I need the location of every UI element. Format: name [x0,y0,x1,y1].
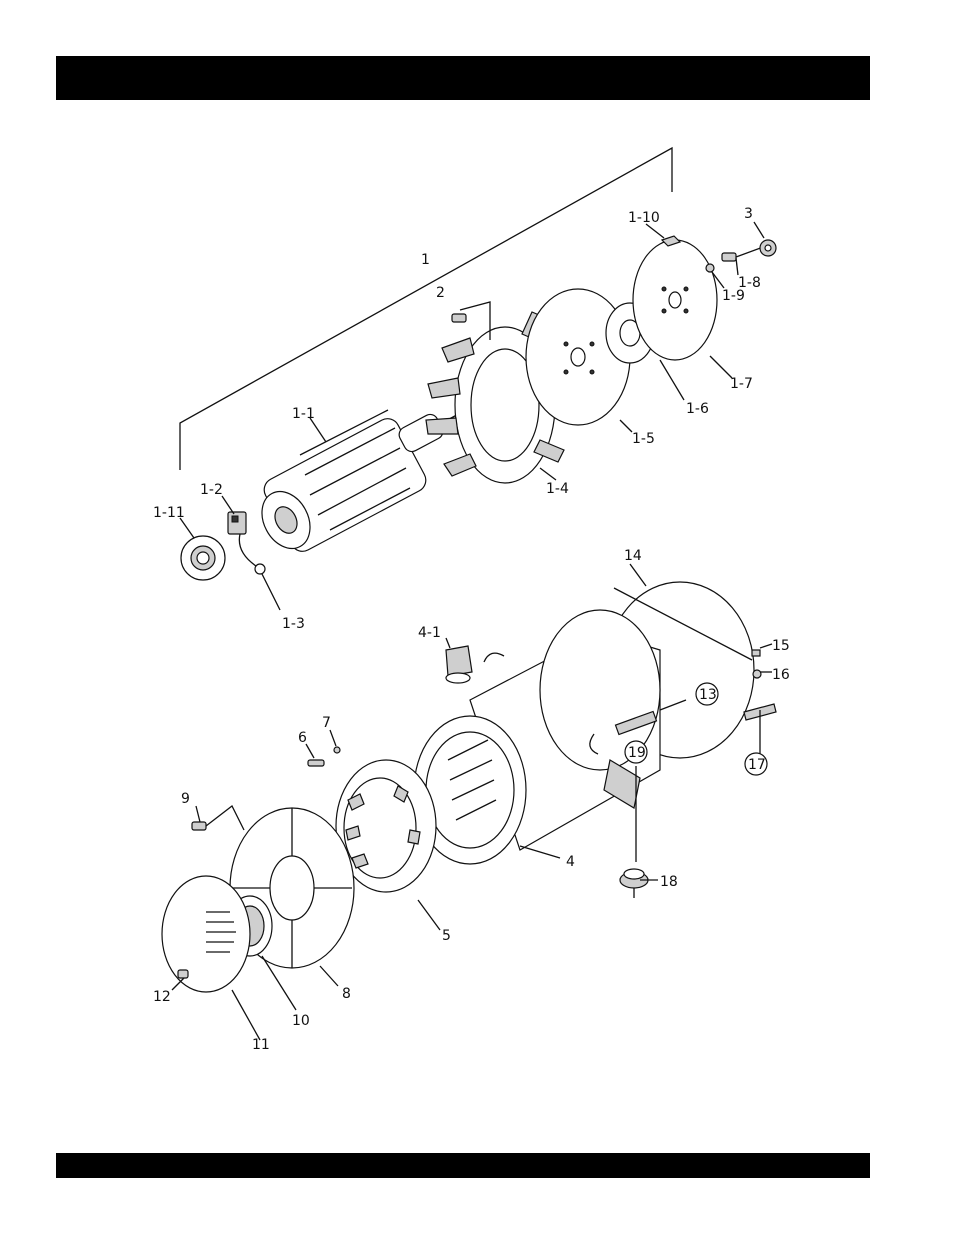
label-7: 7 [322,715,331,731]
part-1-8-bolt [722,246,766,261]
label-3: 3 [744,206,753,222]
part-16-washer [753,670,761,678]
part-9-bolt [192,806,244,830]
label-1-4: 1-4 [546,481,569,497]
label-5: 5 [442,928,451,944]
part-12-screw [178,970,188,978]
label-4: 4 [566,854,575,870]
label-1-7: 1-7 [730,376,753,392]
label-6: 6 [298,730,307,746]
part-18-vibration-mount [620,800,648,898]
label-8: 8 [342,986,351,1002]
label-1-9: 1-9 [722,288,745,304]
label-1-3: 1-3 [282,616,305,632]
label-1-11: 1-11 [153,505,185,521]
label-9: 9 [181,791,190,807]
part-6-bolt [308,760,324,766]
label-13: 13 [699,687,717,703]
label-16: 16 [772,667,790,683]
label-1-5: 1-5 [632,431,655,447]
label-2: 2 [436,285,445,301]
part-4-frame [414,610,660,864]
part-1-7-disc [633,240,717,360]
part-3-bearing [760,240,776,256]
part-11-cover-disc [162,876,250,992]
part-15-bolt [752,650,760,656]
label-4-1: 4-1 [418,625,441,641]
label-14: 14 [624,548,642,564]
label-17: 17 [748,757,766,773]
label-1-10: 1-10 [628,210,660,226]
label-15: 15 [772,638,790,654]
part-1-11-bearing [181,536,225,580]
part-4-1-bushing [446,646,472,683]
part-1-2-brush-holder [228,512,246,534]
part-7-washer [334,747,340,753]
label-1: 1 [421,252,430,268]
label-12: 12 [153,989,171,1005]
part-1-3-wire [239,534,265,574]
label-19: 19 [628,745,646,761]
part-17-bracket [744,704,776,756]
label-18: 18 [660,874,678,890]
label-10: 10 [292,1013,310,1029]
label-1-2: 1-2 [200,482,223,498]
label-11: 11 [252,1037,270,1053]
label-1-6: 1-6 [686,401,709,417]
part-1-9-washer [706,264,714,272]
label-1-1: 1-1 [292,406,315,422]
